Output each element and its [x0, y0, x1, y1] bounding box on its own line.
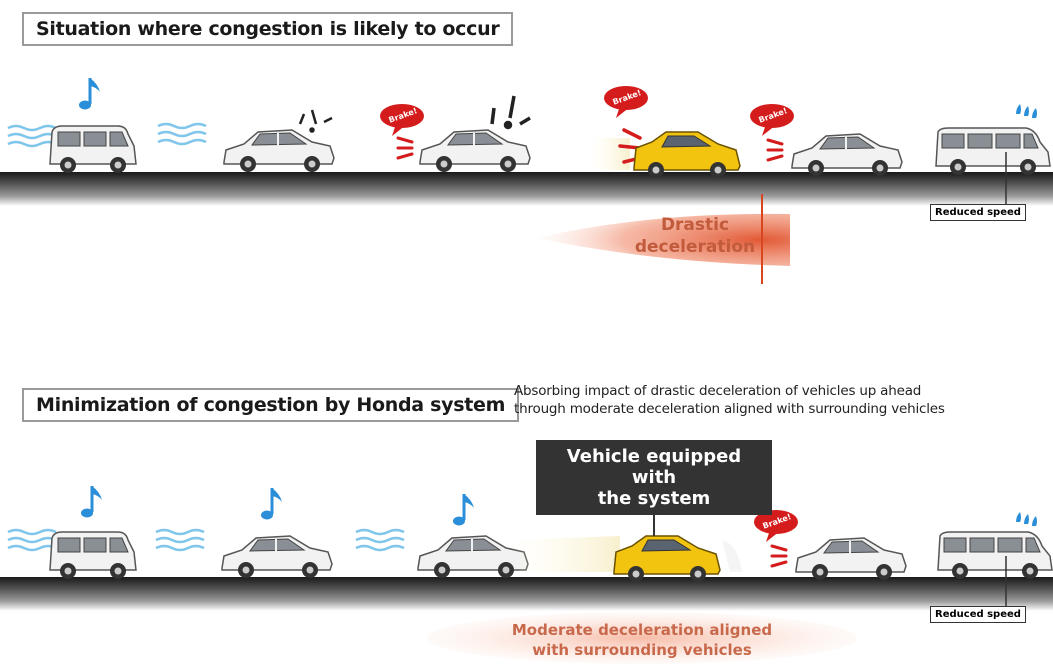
top-car-5 [791, 133, 903, 177]
sweat-drops-icon [1016, 512, 1037, 526]
top-car-3-brake-lines [396, 136, 414, 160]
bottom-wind-2 [154, 528, 206, 552]
exclamation-icon [298, 109, 333, 133]
bottom-road [0, 577, 1053, 611]
bottom-car-2 [221, 535, 333, 579]
bottom-van [937, 531, 1053, 580]
drastic-deceleration-label: Drastic deceleration [620, 214, 770, 258]
top-panel-title: Situation where congestion is likely to … [22, 12, 514, 46]
subtitle-line-2: through moderate deceleration aligned wi… [514, 401, 945, 417]
music-note-icon [79, 484, 104, 519]
bottom-car-5-brake-lines [770, 544, 788, 568]
bottom-wind-1 [6, 528, 58, 552]
top-car-3 [419, 129, 531, 173]
bottom-wind-3 [354, 528, 406, 552]
system-vehicle-callout: Vehicle equipped with the system [536, 440, 772, 515]
top-car-2 [223, 129, 335, 173]
top-wind-1 [6, 124, 58, 148]
top-car-5-brake-lines [766, 138, 784, 162]
bottom-panel-title: Minimization of congestion by Honda syst… [22, 388, 520, 422]
top-car-1 [49, 125, 137, 174]
exclamation-icon [490, 95, 531, 130]
top-reduced-speed-sign: Reduced speed [930, 204, 1026, 221]
top-highlight-car [633, 131, 741, 179]
moderate-deceleration-wedge [427, 612, 857, 664]
bottom-reduced-speed-sign: Reduced speed [930, 606, 1026, 623]
music-note-icon [77, 76, 102, 111]
bottom-panel-subtitle: Absorbing impact of drastic deceleration… [514, 382, 1044, 418]
bottom-car-1 [49, 531, 137, 580]
top-road [0, 172, 1053, 206]
bottom-highlight-ghost-front [722, 540, 742, 572]
callout-line-2: the system [597, 488, 711, 509]
top-wind-2 [156, 122, 208, 146]
bottom-car-5 [795, 537, 907, 581]
drastic-label-line-2: deceleration [634, 237, 756, 257]
bottom-highlight-car [613, 535, 721, 583]
music-note-icon [259, 486, 284, 521]
music-note-icon [451, 492, 476, 527]
drastic-deceleration-wedge [536, 213, 790, 266]
moderate-label-line-1: Moderate deceleration aligned [511, 621, 773, 639]
subtitle-line-1: Absorbing impact of drastic deceleration… [514, 383, 922, 399]
top-van [935, 127, 1051, 176]
sweat-drops-icon [1016, 104, 1037, 118]
bottom-motion-trail [510, 536, 620, 572]
top-motion-trail [590, 138, 630, 170]
callout-line-1: Vehicle equipped with [566, 446, 742, 488]
drastic-label-line-1: Drastic [660, 215, 730, 235]
moderate-label-line-2: with surrounding vehicles [532, 641, 752, 659]
moderate-deceleration-label: Moderate deceleration aligned with surro… [472, 620, 812, 660]
